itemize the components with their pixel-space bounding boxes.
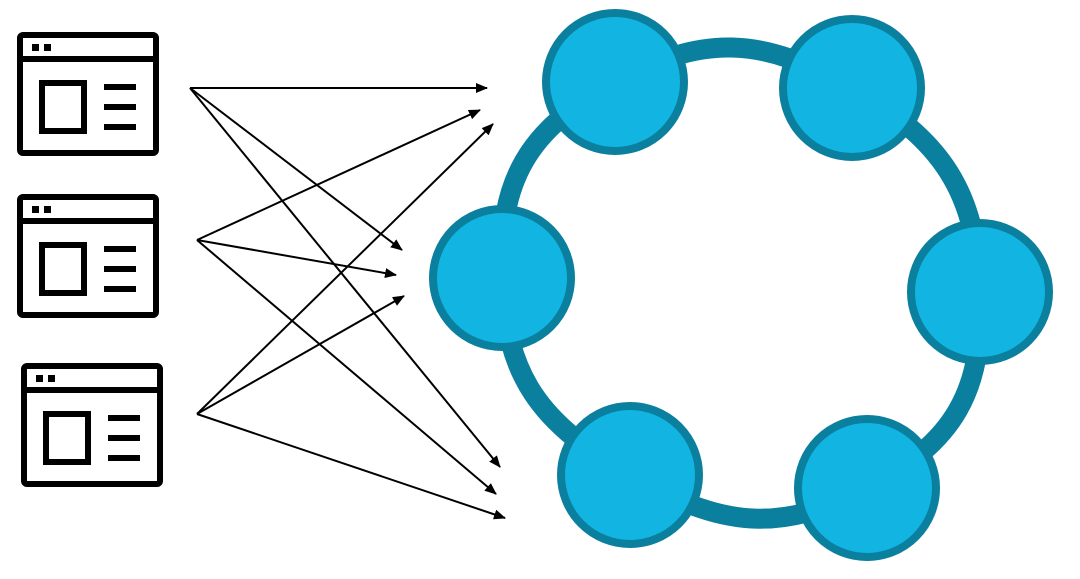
node-bottom-left: [557, 402, 703, 548]
node-right: [907, 219, 1053, 365]
node-left: [429, 205, 575, 351]
arrow-client-3-to-node-top-left: [196, 123, 494, 415]
browser-window-icon: [17, 32, 159, 156]
client-icons: [17, 32, 163, 487]
arrow-client-3-to-node-bottom-left: [196, 413, 506, 520]
node-bottom-right: [794, 415, 940, 561]
arrow-client-1-to-node-bottom-left: [189, 87, 501, 468]
node-ring: [429, 9, 1053, 561]
arrow-client-1-to-node-left: [189, 87, 403, 251]
browser-window-icon: [21, 363, 163, 487]
node-top-left: [542, 9, 688, 155]
arrow-client-2-to-node-bottom-left: [196, 239, 497, 495]
browser-window-icon: [17, 194, 159, 318]
arrow-client-3-to-node-left: [196, 295, 405, 415]
arrow-client-2-to-node-left: [196, 239, 397, 279]
arrow-client-2-to-node-top-left: [196, 109, 481, 241]
connection-arrows: [189, 83, 506, 520]
node-top-right: [779, 15, 925, 161]
